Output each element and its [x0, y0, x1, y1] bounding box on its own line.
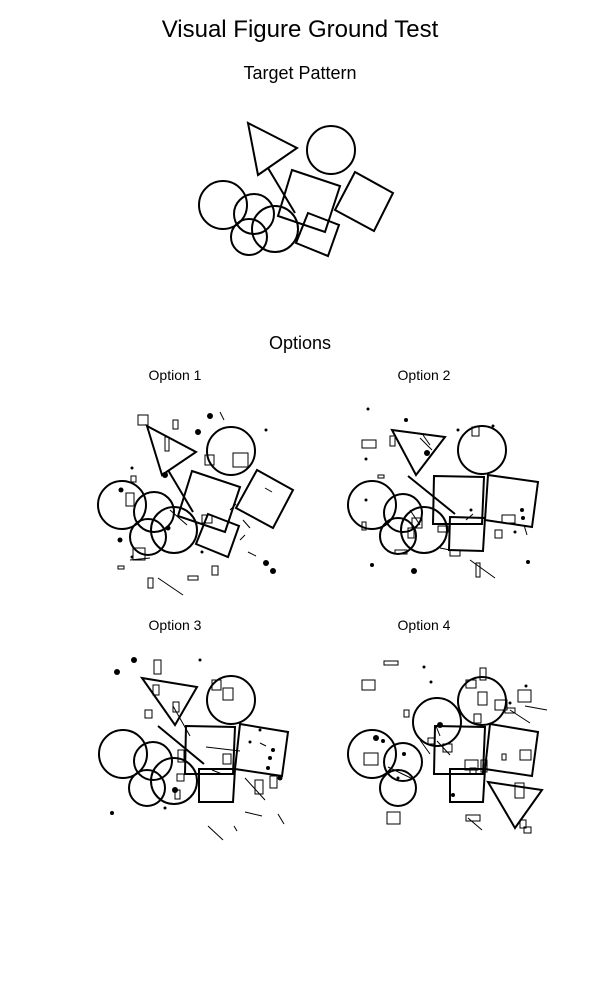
option-2-label: Option 2 — [397, 367, 451, 383]
option-1-label: Option 1 — [148, 367, 202, 383]
option-3-label: Option 3 — [148, 617, 202, 633]
option-4-label: Option 4 — [397, 617, 451, 633]
target-square-right — [335, 172, 393, 231]
option-4-figure[interactable] — [340, 650, 555, 850]
option-3-figure[interactable] — [90, 650, 305, 850]
target-circle-left — [199, 181, 247, 229]
target-triangle — [248, 123, 297, 175]
target-pattern-figure — [190, 110, 400, 270]
target-circle-mid — [234, 194, 274, 234]
options-heading: Options — [268, 333, 332, 353]
target-circle-lower — [231, 219, 267, 255]
target-circle-top — [307, 126, 355, 174]
target-triangle-tail — [268, 168, 295, 213]
page-title: Visual Figure Ground Test — [161, 16, 439, 43]
target-circle-right — [252, 206, 298, 252]
option-1-figure[interactable] — [90, 400, 305, 600]
option-2-figure[interactable] — [340, 400, 555, 600]
target-square-small — [296, 213, 339, 256]
target-pattern-label: Target Pattern — [243, 63, 357, 83]
target-square-left — [278, 170, 340, 232]
